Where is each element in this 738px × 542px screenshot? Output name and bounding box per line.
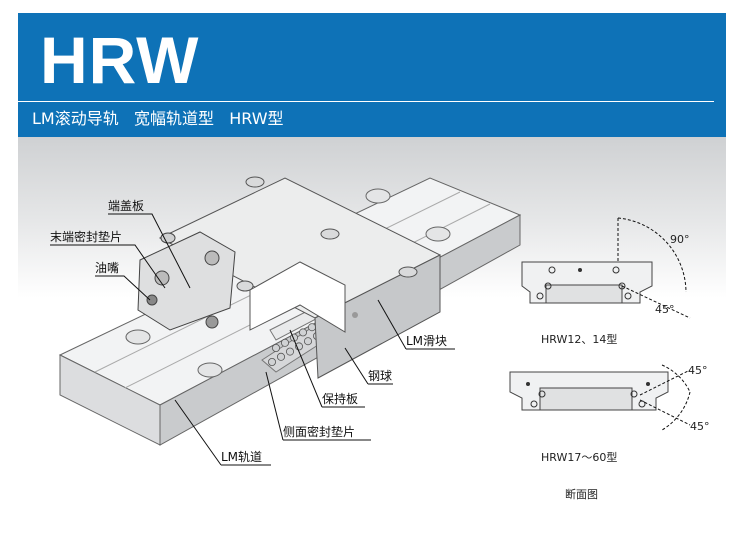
steel-ball — [267, 357, 276, 366]
label-grease-nipple: 油嘴 — [95, 261, 151, 301]
section-large: 45° 45° HRW17〜60型 断面图 — [509, 364, 710, 501]
svg-text:末端密封垫片: 末端密封垫片 — [50, 229, 122, 244]
label-steel-balls: 钢球 — [344, 347, 393, 385]
steel-ball — [303, 337, 312, 346]
svg-text:钢球: 钢球 — [368, 369, 392, 383]
header-banner: HRW LM滚动导轨 宽幅轨道型 HRW型 — [18, 13, 726, 137]
label-lm-rail: LM轨道 — [174, 399, 271, 466]
svg-text:油嘴: 油嘴 — [95, 261, 119, 275]
section-small: 90° 45° HRW12、14型 — [521, 217, 691, 346]
header-divider — [18, 101, 714, 102]
label-lm-block: LM滑块 — [377, 299, 455, 350]
page-subtitle: LM滚动导轨 宽幅轨道型 HRW型 — [32, 109, 284, 128]
svg-text:45°: 45° — [690, 420, 710, 433]
svg-text:45°: 45° — [655, 303, 675, 316]
label-side-seal: 侧面密封垫片 — [265, 371, 371, 441]
steel-ball — [307, 323, 316, 332]
svg-text:HRW12、14型: HRW12、14型 — [541, 332, 617, 346]
steel-ball — [298, 328, 307, 337]
svg-text:侧面密封垫片: 侧面密封垫片 — [283, 424, 355, 439]
label-retainer: 保持板 — [289, 329, 365, 408]
steel-ball — [285, 347, 294, 356]
page-title: HRW — [40, 23, 200, 97]
label-end-plate: 端盖板 — [108, 199, 191, 289]
svg-text:90°: 90° — [670, 233, 690, 246]
steel-ball — [276, 352, 285, 361]
label-end-seal: 末端密封垫片 — [50, 229, 166, 289]
svg-text:HRW17〜60型: HRW17〜60型 — [541, 450, 617, 464]
steel-ball — [280, 338, 289, 347]
svg-text:45°: 45° — [688, 364, 708, 377]
svg-text:保持板: 保持板 — [322, 391, 358, 406]
svg-text:LM滑块: LM滑块 — [406, 334, 447, 348]
lm-block-drawing — [158, 176, 442, 379]
svg-text:端盖板: 端盖板 — [108, 199, 144, 213]
svg-text:LM轨道: LM轨道 — [221, 450, 262, 464]
steel-ball — [271, 343, 280, 352]
svg-text:断面图: 断面图 — [565, 487, 598, 501]
